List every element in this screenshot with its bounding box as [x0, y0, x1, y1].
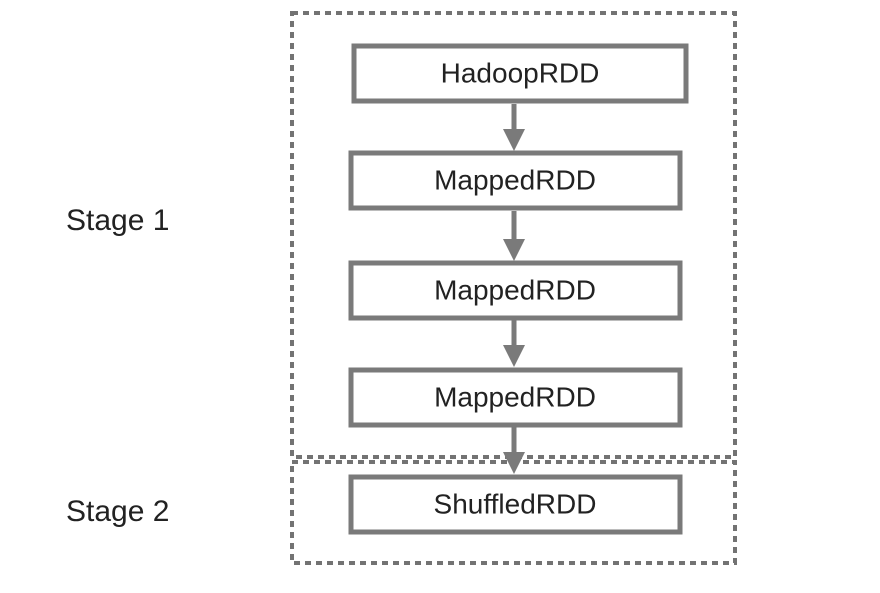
node-box — [348, 260, 683, 321]
node-label: MappedRDD — [434, 381, 596, 412]
node-box — [348, 367, 683, 428]
edge-hadoop-to-mapped-1 — [503, 104, 525, 151]
node-label: HadoopRDD — [441, 57, 600, 88]
node-box — [348, 474, 683, 535]
node-mapped-rdd-1: MappedRDD — [348, 150, 683, 211]
stage-1-boundary — [290, 11, 737, 459]
node-mapped-rdd-2: MappedRDD — [348, 260, 683, 321]
stage-2-label: Stage 2 — [66, 495, 169, 528]
edge-mapped-3-to-shuffled — [503, 426, 525, 474]
node-label: MappedRDD — [434, 274, 596, 305]
node-label: ShuffledRDD — [434, 488, 597, 519]
arrow-head-icon — [503, 345, 525, 367]
node-box — [348, 150, 683, 211]
node-box — [351, 43, 689, 104]
edge-mapped-2-to-mapped-3 — [503, 320, 525, 367]
arrow-head-icon — [503, 129, 525, 151]
edge-mapped-1-to-mapped-2 — [503, 211, 525, 261]
arrow-head-icon — [503, 452, 525, 474]
node-label: MappedRDD — [434, 164, 596, 195]
arrow-head-icon — [503, 239, 525, 261]
stage-1-label: Stage 1 — [66, 204, 169, 237]
node-shuffled-rdd: ShuffledRDD — [348, 474, 683, 535]
node-mapped-rdd-3: MappedRDD — [348, 367, 683, 428]
node-hadoop-rdd: HadoopRDD — [351, 43, 689, 104]
